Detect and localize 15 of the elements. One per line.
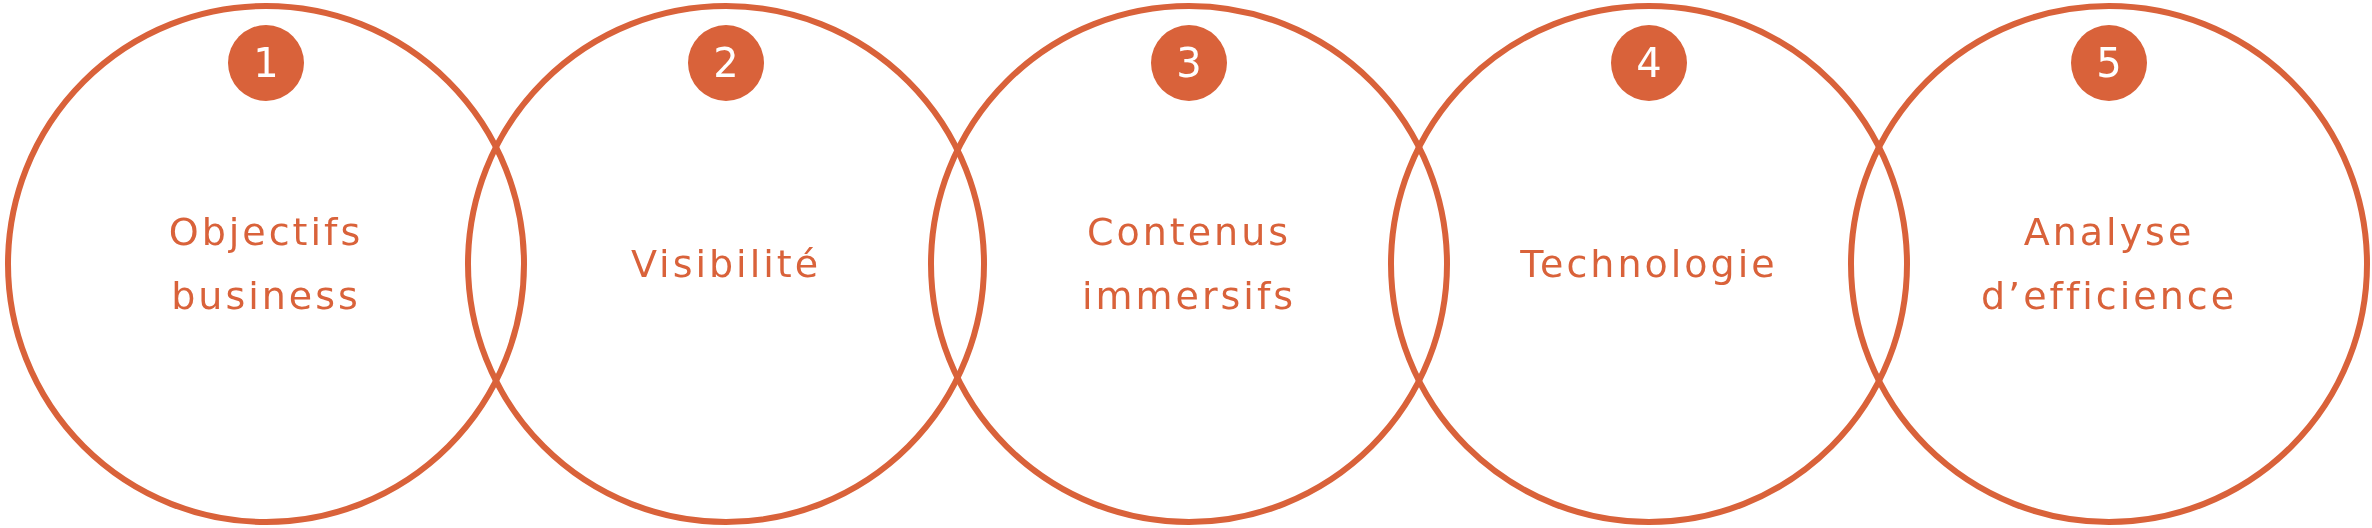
step-number: 5 (2071, 25, 2147, 101)
step-circle (1848, 3, 2370, 525)
step-number: 4 (1611, 25, 1687, 101)
step-number: 2 (688, 25, 764, 101)
step-circle (1388, 3, 1910, 525)
step-circle (5, 3, 527, 525)
step-label: Analyse d’efficience (1979, 209, 2239, 320)
step-number: 1 (228, 25, 304, 101)
step-number: 3 (1151, 25, 1227, 101)
step-label: Contenus immersifs (1080, 209, 1298, 320)
step-label: Visibilité (629, 241, 823, 288)
step-label: Technologie (1519, 241, 1779, 288)
step-circle (928, 3, 1450, 525)
step-circle (465, 3, 987, 525)
step-label: Objectifs business (167, 209, 365, 320)
